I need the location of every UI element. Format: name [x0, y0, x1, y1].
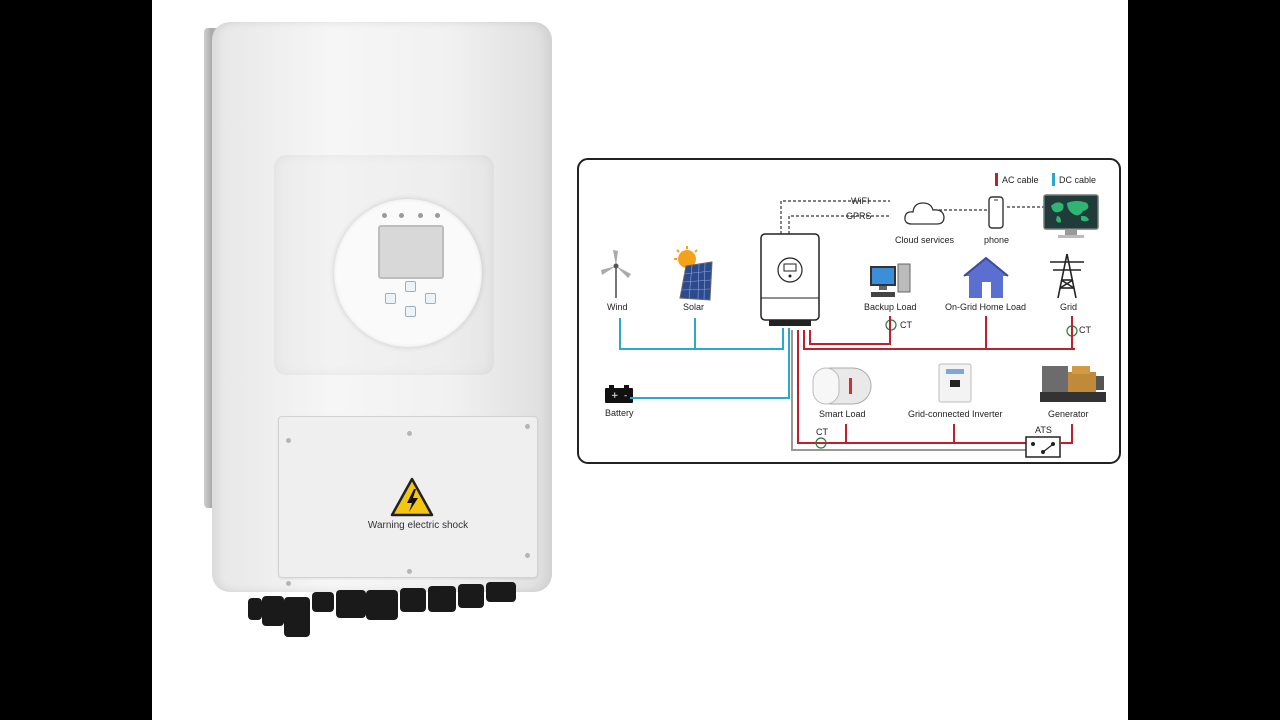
ct-label-grid: CT [1079, 325, 1091, 335]
gprs-label: GPRS [846, 211, 872, 221]
ac-cable [889, 316, 891, 345]
house-icon [963, 256, 1009, 298]
ct-label-smart-load: CT [816, 427, 828, 437]
battery-label: Battery [605, 408, 634, 418]
dc-cable [782, 328, 784, 350]
battery-icon: + - [605, 385, 633, 403]
ac-cable [845, 424, 847, 444]
generator-port-cable [791, 449, 1027, 451]
grid-tower-icon [1050, 253, 1084, 299]
svg-text:+: + [611, 391, 619, 401]
dc-cable [788, 328, 790, 399]
communication-links [780, 200, 1045, 239]
down-key-icon [405, 306, 416, 317]
dc-cable [619, 318, 621, 350]
grid-connected-inverter-icon [938, 363, 972, 403]
ac-cable-legend-label: AC cable [1002, 175, 1039, 185]
on-grid-home-load-label: On-Grid Home Load [945, 302, 1027, 312]
grid-label: Grid [1060, 302, 1078, 312]
screw [407, 431, 412, 436]
ac-cable [809, 330, 811, 344]
backup-load-label: Backup Load [864, 302, 917, 312]
ac-cable [1071, 316, 1073, 350]
phone-label: phone [984, 235, 1010, 245]
warning-label: Warning electric shock [367, 520, 469, 531]
cable-gland [248, 598, 262, 620]
solar-label: Solar [683, 302, 705, 312]
dc-cable [694, 318, 696, 350]
screw [407, 569, 412, 574]
cable-gland [336, 590, 366, 618]
ac-cable [809, 343, 891, 345]
dc-cable-legend-label: DC cable [1059, 175, 1097, 185]
ct-sensor-icon [885, 319, 897, 331]
wind-label: Wind [607, 302, 628, 312]
generator-port-cable [791, 330, 793, 450]
dc-cable-legend-swatch [1052, 173, 1055, 186]
ac-cable [803, 348, 1075, 350]
screw [286, 438, 291, 443]
hybrid-inverter-icon [760, 233, 820, 326]
wind-turbine-icon [601, 250, 631, 298]
ac-cable [797, 442, 1027, 444]
cable-gland [428, 586, 456, 612]
cable-gland [284, 597, 310, 637]
image-canvas: Warning electric shock AC cable DC cable… [152, 0, 1128, 720]
lcd-screen [378, 225, 444, 279]
monitor-icon [1043, 194, 1099, 238]
cable-gland [366, 590, 398, 620]
ac-cable [797, 330, 799, 444]
screw [525, 553, 530, 558]
wifi-label: WiFI [851, 196, 870, 206]
backup-load-computer-icon [870, 263, 911, 297]
ac-cable [1059, 442, 1073, 444]
status-led [418, 213, 423, 218]
ct-label-backup: CT [900, 320, 912, 330]
cable-gland [458, 584, 484, 608]
grid-connected-inverter-label: Grid-connected Inverter [908, 409, 1003, 419]
ac-cable [1071, 424, 1073, 444]
ats-label: ATS [1035, 425, 1052, 435]
solar-panel-icon [674, 246, 713, 301]
ac-cable-legend-swatch [995, 173, 998, 186]
ct-sensor-icon [815, 437, 827, 449]
generator-label: Generator [1048, 409, 1089, 419]
cloud-icon [904, 202, 945, 225]
dc-cable [630, 397, 790, 399]
status-led [399, 213, 404, 218]
escape-key-icon [385, 293, 396, 304]
enter-key-icon [425, 293, 436, 304]
cable-gland [486, 582, 516, 602]
generator-icon [1040, 366, 1106, 402]
cable-gland [312, 592, 334, 612]
screw [286, 581, 291, 586]
ac-cable [953, 424, 955, 444]
screw [525, 424, 530, 429]
up-key-icon [405, 281, 416, 292]
cable-gland [400, 588, 426, 612]
smart-load-label: Smart Load [819, 409, 866, 419]
ac-cable [985, 316, 987, 350]
system-diagram-frame [577, 158, 1121, 464]
high-voltage-warning-icon [390, 477, 434, 517]
svg-text:-: - [624, 391, 627, 401]
smart-load-water-heater-icon [812, 367, 872, 405]
ats-switch-icon [1025, 436, 1061, 458]
phone-icon [988, 196, 1004, 229]
cable-gland [262, 596, 284, 626]
ac-cable [803, 330, 805, 350]
cloud-services-label: Cloud services [895, 235, 955, 245]
dc-cable [619, 348, 784, 350]
status-led [382, 213, 387, 218]
status-led [435, 213, 440, 218]
